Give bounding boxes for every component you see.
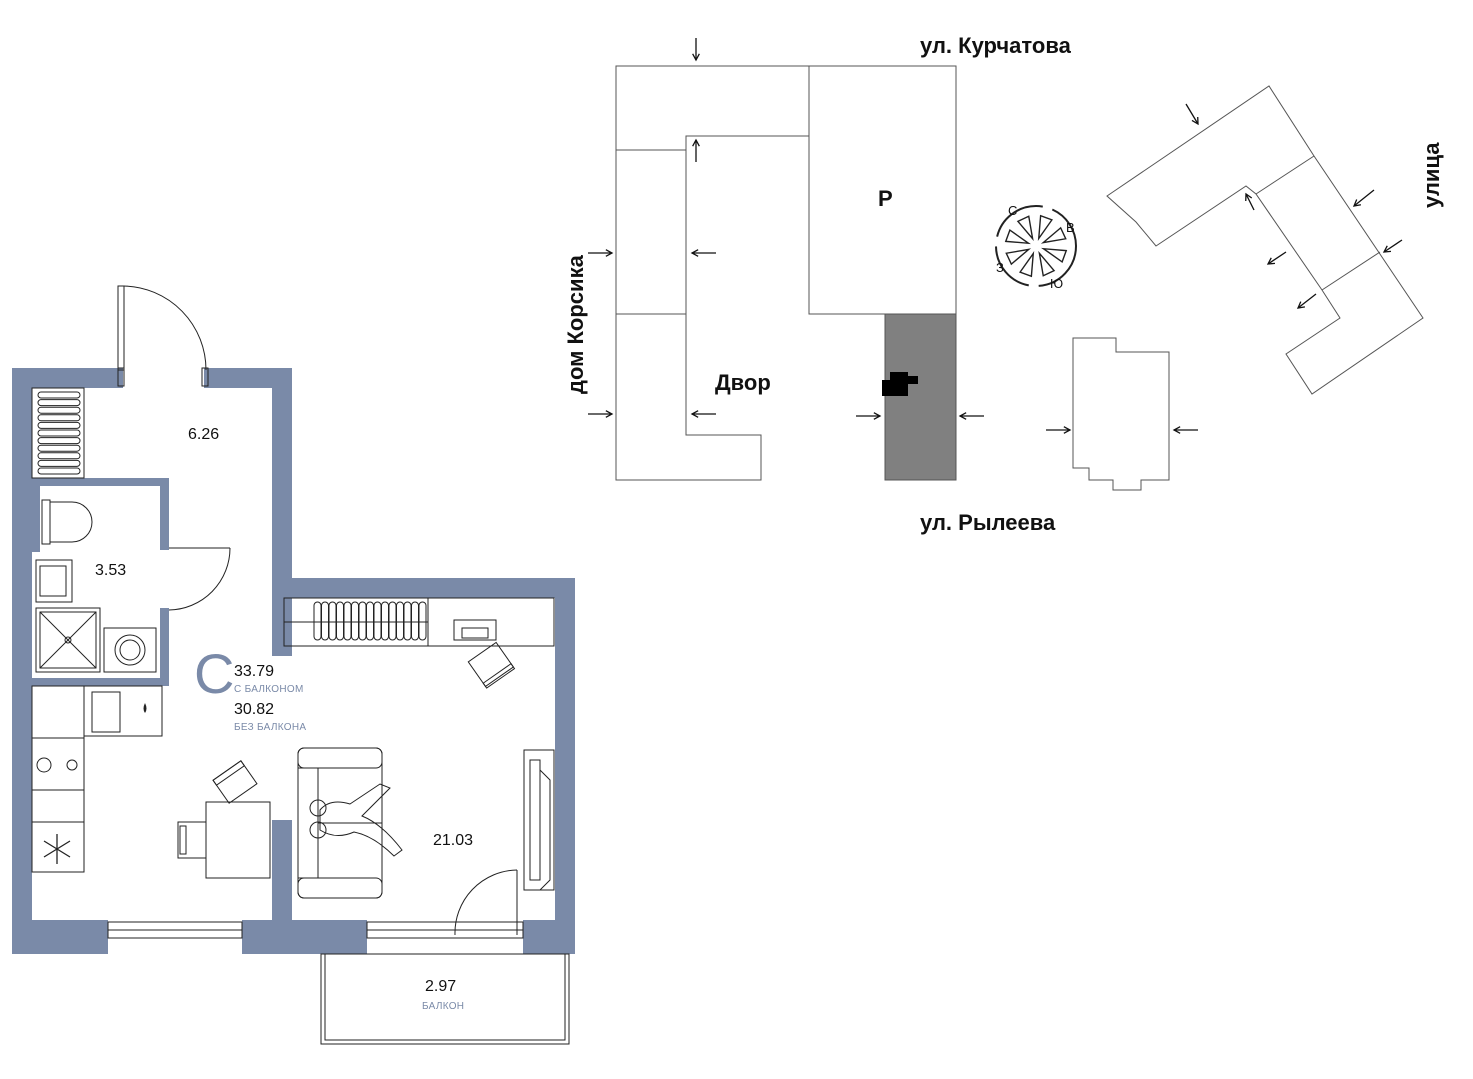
bathroom-area: 3.53: [95, 562, 126, 579]
walls: [12, 368, 575, 954]
living-radiator: [283, 597, 555, 647]
without-balcony-label: БЕЗ БАЛКОНА: [234, 722, 306, 733]
arrow-head-icon: [873, 412, 882, 420]
floor-plan: 6.26 3.53 21.03 2.97 БАЛКОН C 33.79 С БА…: [12, 285, 575, 1045]
apartment-type-letter: C: [194, 642, 234, 705]
sink: [35, 559, 73, 603]
entrance-arrows: [588, 38, 1403, 434]
arrow-head-icon: [605, 410, 614, 418]
compass-east: В: [1066, 220, 1075, 235]
building-main: [615, 65, 810, 481]
entrance-arrow: [1297, 293, 1317, 309]
arrow-head-icon: [1296, 301, 1306, 309]
entrance-arrow: [1185, 103, 1199, 125]
entrance-arrow: [1353, 189, 1375, 207]
arrow-head-icon: [690, 410, 699, 418]
arrow-head-icon: [690, 249, 699, 257]
arrow-head-icon: [1245, 192, 1253, 202]
compass-west: З: [996, 260, 1004, 275]
kitchen-counter: [31, 685, 163, 873]
building-east-angled: [1106, 85, 1424, 395]
bathroom-door: [168, 547, 231, 611]
entrance-door: [117, 285, 209, 387]
compass-south: Ю: [1050, 276, 1063, 291]
arrow-head-icon: [1063, 426, 1072, 434]
living-area: 21.03: [433, 832, 473, 849]
arrow-head-icon: [692, 138, 700, 147]
site-plan: С В Ю З ул. Курчатова ул. Рылеева дом Ко…: [563, 33, 1444, 535]
tv-unit: [523, 749, 555, 891]
street-east: улица: [1419, 142, 1444, 208]
arrow-head-icon: [1352, 199, 1362, 207]
total-with-balcony: 33.79: [234, 663, 274, 680]
parking-building: [808, 65, 957, 315]
balcony-caption: БАЛКОН: [422, 1001, 464, 1012]
arrow-head-icon: [1191, 116, 1199, 126]
balcony-area: 2.97: [425, 978, 456, 995]
dining-table: [177, 760, 271, 879]
sofa: [297, 747, 403, 899]
snowflake-icon: [43, 834, 71, 864]
arrow-head-icon: [958, 412, 967, 420]
entrance-arrow: [1383, 239, 1403, 253]
washing-machine: [103, 627, 157, 673]
balcony-door: [454, 869, 518, 936]
shower: [35, 607, 101, 673]
entrance-arrow: [1245, 193, 1255, 211]
courtyard-label: Двор: [715, 370, 771, 395]
parking-label: P: [878, 186, 893, 211]
arrow-head-icon: [1266, 257, 1276, 265]
arrow-head-icon: [605, 249, 614, 257]
compass-icon: С В Ю З: [995, 203, 1077, 291]
total-without-balcony: 30.82: [234, 701, 274, 718]
street-west: дом Корсика: [563, 254, 588, 394]
with-balcony-label: С БАЛКОНОМ: [234, 684, 304, 695]
windows: [107, 921, 524, 939]
building-east-small: [1072, 337, 1170, 491]
desk: [453, 619, 516, 689]
street-north: ул. Курчатова: [920, 33, 1072, 58]
hall-radiator: [31, 387, 85, 479]
street-south: ул. Рылеева: [920, 510, 1056, 535]
hall-area: 6.26: [188, 426, 219, 443]
balcony: [320, 953, 570, 1045]
arrow-head-icon: [1172, 426, 1181, 434]
entrance-arrow: [1267, 251, 1287, 265]
highlighted-building: [882, 313, 957, 481]
compass-north: С: [1008, 203, 1017, 218]
arrow-head-icon: [692, 53, 700, 62]
toilet: [41, 499, 93, 545]
arrow-head-icon: [1382, 245, 1392, 253]
